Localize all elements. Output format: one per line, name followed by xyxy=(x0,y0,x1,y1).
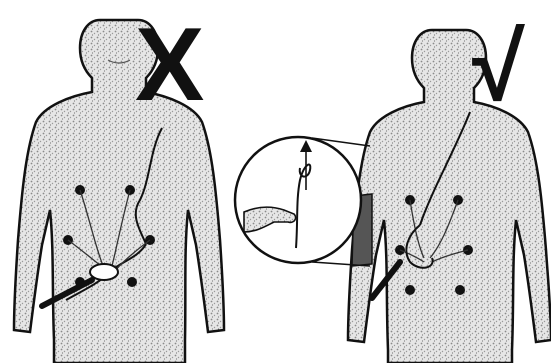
detail-inset xyxy=(235,137,370,266)
correct-mark: √ xyxy=(472,14,525,121)
electrode-dot xyxy=(127,277,137,287)
incorrect-mark: X xyxy=(135,7,204,123)
incorrect-panel: X xyxy=(14,7,224,363)
correct-panel: √ xyxy=(235,14,551,363)
electrode-dot xyxy=(405,285,415,295)
electrode-dot xyxy=(455,285,465,295)
cable-loop xyxy=(90,264,118,280)
